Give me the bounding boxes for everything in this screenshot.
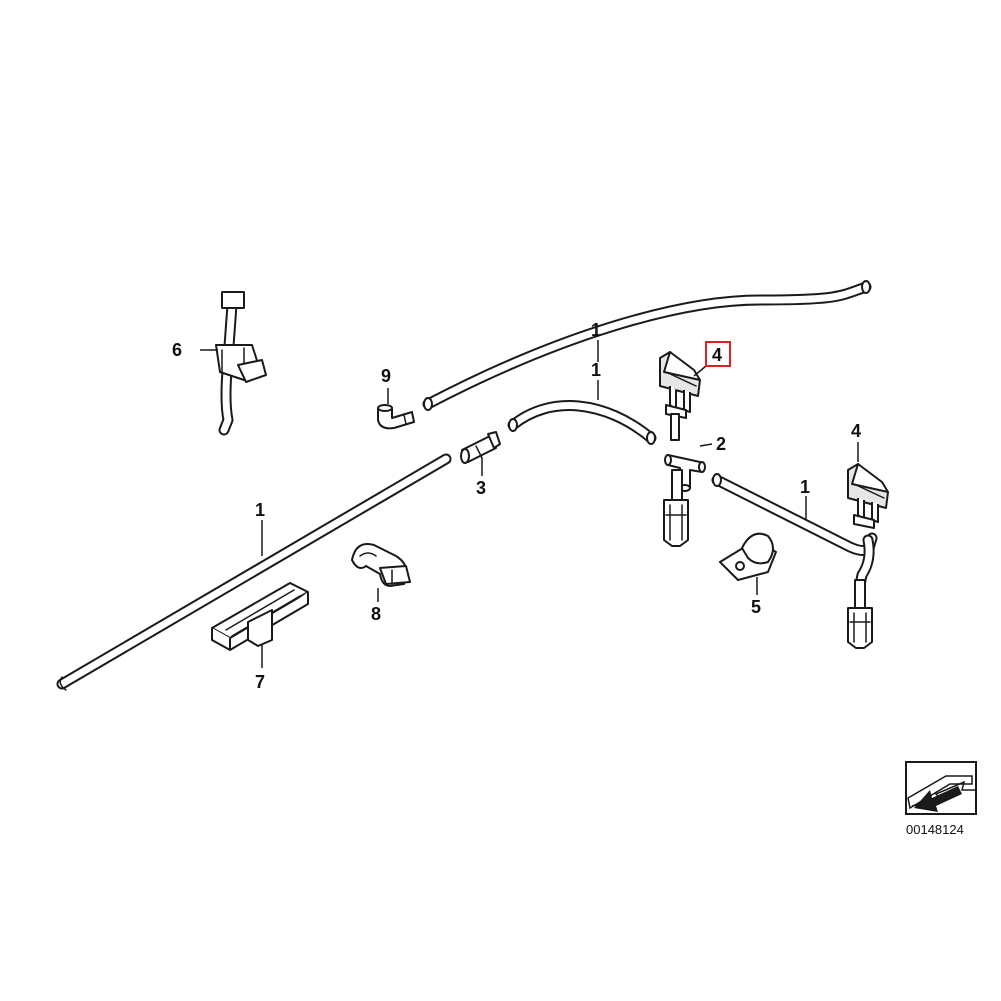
callout-connector-straight: 3: [476, 478, 486, 498]
callout-cable-clip: 6: [172, 340, 182, 360]
callout-nozzle-highlighted: 4: [712, 345, 722, 365]
pump-connector-right[interactable]: [847, 579, 873, 649]
callout-hose-clamp: 8: [371, 604, 381, 624]
hose-clamp[interactable]: [351, 543, 411, 587]
hose-top-middle[interactable]: [507, 400, 657, 445]
callout-hose-main-left: 1: [255, 500, 265, 520]
callout-hose-top-middle: 1: [591, 360, 601, 380]
hose-right[interactable]: [711, 473, 878, 591]
callout-t-piece: 2: [716, 434, 726, 454]
callout-nozzle-right: 4: [851, 421, 861, 441]
leader-lines: [200, 340, 859, 668]
connector-straight[interactable]: [460, 431, 501, 464]
cable-clip[interactable]: [215, 291, 267, 436]
highlight-box: [705, 341, 731, 367]
t-piece[interactable]: [664, 454, 706, 492]
reference-code: 00148124: [906, 822, 964, 837]
callout-holder-clip-right: 5: [751, 597, 761, 617]
hose-long-top[interactable]: [422, 280, 872, 411]
hose-main-left[interactable]: [56, 453, 452, 691]
callout-hose-top: 1: [591, 320, 601, 340]
direction-arrow-icon: [905, 761, 977, 815]
callout-elbow-connector: 9: [381, 366, 391, 386]
callout-hose-right: 1: [800, 477, 810, 497]
pump-connector-middle[interactable]: [663, 469, 689, 547]
nozzle-right[interactable]: [847, 463, 889, 529]
callout-hose-holder: 7: [255, 672, 265, 692]
hose-holder[interactable]: [211, 582, 309, 651]
holder-clip-right[interactable]: [719, 532, 777, 581]
nozzle-highlighted[interactable]: [659, 351, 701, 441]
elbow-connector[interactable]: [377, 404, 415, 430]
